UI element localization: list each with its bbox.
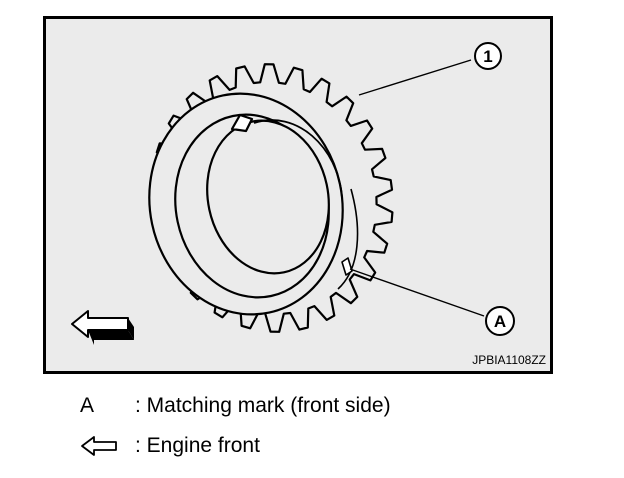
- callout-1-leader: [358, 59, 472, 96]
- callout-1-label: 1: [483, 47, 492, 66]
- legend-desc-engine-front: : Engine front: [135, 434, 260, 457]
- gear-bore: [206, 119, 330, 275]
- figure-drawing: 1 A JPBIA1108ZZ: [71, 42, 546, 367]
- legend-desc-matching-mark: : Matching mark (front side): [135, 394, 391, 417]
- legend-key-a: A: [80, 394, 95, 417]
- matching-mark: [341, 257, 353, 276]
- flange-edge-line: [337, 188, 359, 290]
- bore-shoulder-line: [253, 119, 343, 198]
- callout-a-label: A: [494, 312, 506, 331]
- figure-code: JPBIA1108ZZ: [472, 353, 546, 367]
- sprocket-gear: [148, 63, 394, 333]
- callout-a-circle: [485, 306, 515, 336]
- figure-frame: 1 A JPBIA1108ZZ: [43, 16, 553, 374]
- callout-1-circle: [474, 42, 502, 70]
- callout-a-leader: [349, 268, 485, 317]
- outline-arrow-left-icon: [81, 436, 117, 456]
- engine-front-arrow-icon: [71, 310, 134, 345]
- key-notch: [230, 113, 254, 133]
